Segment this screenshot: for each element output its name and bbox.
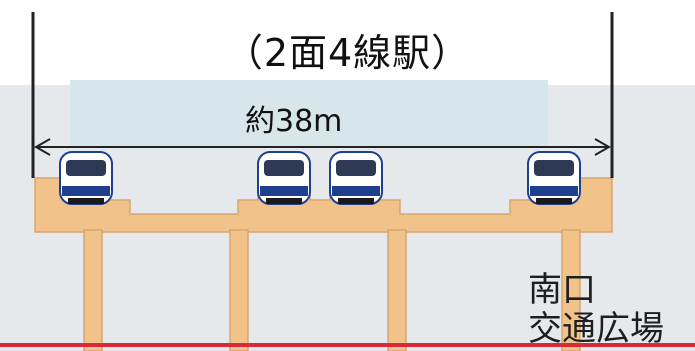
column-1 — [83, 229, 103, 351]
train-front-icon — [59, 151, 113, 205]
column-4 — [561, 229, 581, 351]
upper-band — [70, 80, 548, 146]
width-dimension-label: 約38m — [245, 104, 343, 139]
train-front-icon — [329, 151, 383, 205]
column-2 — [229, 229, 249, 351]
sky-area — [0, 0, 695, 85]
dimension-arrow-icon — [33, 138, 612, 156]
exit-label-line2: 交通広場 — [528, 309, 664, 349]
train-front-icon — [257, 151, 311, 205]
exit-label-line1: 南口 — [528, 270, 596, 310]
viaduct-structure — [34, 177, 613, 351]
column-3 — [387, 229, 407, 351]
train-front-icon — [527, 151, 581, 205]
ground-line — [0, 343, 695, 347]
diagram-title: （2面4線駅） — [224, 31, 471, 75]
